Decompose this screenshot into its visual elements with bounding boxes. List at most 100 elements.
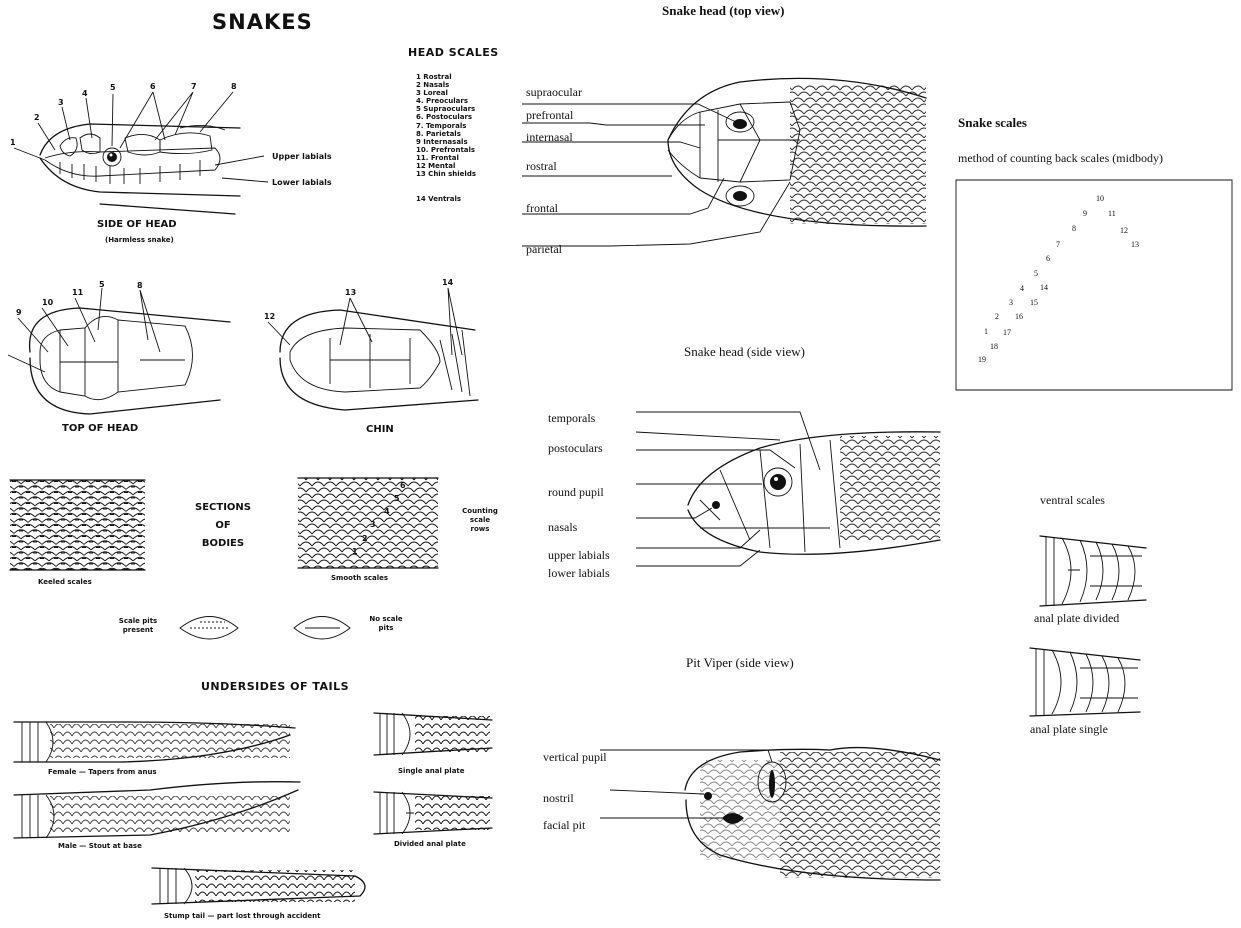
top-view-head-drawing xyxy=(522,78,926,246)
head-scale-item: 1 Rostral xyxy=(416,73,476,81)
head-scale-item: 7. Temporals xyxy=(416,122,476,130)
scale-count-7: 7 xyxy=(1056,240,1060,249)
label-number-13: 13 xyxy=(345,288,356,297)
head-scale-item: 13 Chin shields xyxy=(416,170,476,178)
head-scale-item: 3 Loreal xyxy=(416,89,476,97)
single-anal-plate-tail xyxy=(374,713,492,755)
scale-pit-diagrams xyxy=(180,617,350,640)
head-scale-item: 10. Prefrontals xyxy=(416,146,476,154)
scale-count-1: 1 xyxy=(984,327,988,336)
page-title: SNAKES xyxy=(212,10,313,34)
scale-count-12: 12 xyxy=(1120,226,1128,235)
label-number-2: 2 xyxy=(34,113,40,122)
side-of-head-drawing xyxy=(14,92,268,214)
side-of-head-caption: SIDE OF HEAD xyxy=(97,219,177,231)
head-scale-item: 5 Supraoculars xyxy=(416,105,476,113)
head-scale-item-ventrals: 14 Ventrals xyxy=(416,195,476,203)
single-anal-plate-caption: Single anal plate xyxy=(398,767,465,775)
scale-count-2: 2 xyxy=(995,312,999,321)
lower-labials-label: Lower labials xyxy=(272,178,332,187)
smooth-scales-caption: Smooth scales xyxy=(331,574,388,582)
counting-label-line2: scale xyxy=(460,516,500,524)
label-parietal: parietal xyxy=(526,243,562,257)
ventral-scales-title: ventral scales xyxy=(1040,494,1105,508)
label-round-pupil: round pupil xyxy=(548,486,604,500)
scale-count-18: 18 xyxy=(990,342,998,351)
anal-plate-divided-drawing xyxy=(1040,536,1146,606)
male-tail-caption: Male — Stout at base xyxy=(58,842,142,850)
scale-count-13: 13 xyxy=(1131,240,1139,249)
label-number-1: 1 xyxy=(10,138,16,147)
row-number-2: 2 xyxy=(362,534,368,543)
stump-tail-drawing xyxy=(152,868,365,904)
counting-label-line3: rows xyxy=(460,525,500,533)
head-scale-item: 9 Internasals xyxy=(416,138,476,146)
top-of-head-caption: TOP OF HEAD xyxy=(62,423,138,435)
label-postoculars: postoculars xyxy=(548,442,603,456)
keeled-body-section xyxy=(10,480,145,570)
head-scale-item: 2 Nasals xyxy=(416,81,476,89)
label-number-10: 10 xyxy=(42,298,53,307)
scale-count-5: 5 xyxy=(1034,269,1038,278)
divided-anal-plate-caption: Divided anal plate xyxy=(394,840,466,848)
label-number-5-top: 5 xyxy=(99,280,105,289)
top-view-title: Snake head (top view) xyxy=(662,4,784,19)
smooth-body-section xyxy=(298,478,438,568)
label-number-12: 12 xyxy=(264,312,275,321)
label-number-7: 7 xyxy=(191,82,197,91)
label-number-8: 8 xyxy=(231,82,237,91)
label-number-14: 14 xyxy=(442,278,453,287)
chin-drawing xyxy=(268,288,478,410)
female-tail-drawing xyxy=(14,722,295,762)
pit-viper-head-drawing xyxy=(600,748,940,880)
side-view-title: Snake head (side view) xyxy=(684,345,805,360)
chin-caption: CHIN xyxy=(366,424,394,436)
female-tail-caption: Female — Tapers from anus xyxy=(48,768,157,776)
label-rostral: rostral xyxy=(526,160,557,174)
label-number-5: 5 xyxy=(110,83,116,92)
upper-labials-label: Upper labials xyxy=(272,152,332,161)
label-internasal: internasal xyxy=(526,131,573,145)
label-vertical-pupil: vertical pupil xyxy=(543,751,607,765)
scale-count-16: 16 xyxy=(1015,312,1023,321)
row-number-6: 6 xyxy=(400,481,406,490)
label-upper-labials: upper labials xyxy=(548,549,610,563)
anal-plate-divided-caption: anal plate divided xyxy=(1034,612,1119,626)
label-number-3: 3 xyxy=(58,98,64,107)
scale-count-15: 15 xyxy=(1030,298,1038,307)
anal-plate-single-caption: anal plate single xyxy=(1030,723,1108,737)
no-scale-pits-line1: No scale xyxy=(364,615,408,623)
row-number-1: 1 xyxy=(352,547,358,556)
scale-pits-present-line1: Scale pits xyxy=(110,617,166,625)
scale-count-10: 10 xyxy=(1096,194,1104,203)
head-scale-item: 12 Mental xyxy=(416,162,476,170)
head-scale-item: 6. Postoculars xyxy=(416,113,476,121)
label-number-4: 4 xyxy=(82,89,88,98)
anal-plate-single-drawing xyxy=(1030,648,1140,716)
side-view-head-drawing xyxy=(636,412,940,566)
label-temporals: temporals xyxy=(548,412,595,426)
scale-count-4: 4 xyxy=(1020,284,1024,293)
head-scales-list: 1 Rostral 2 Nasals 3 Loreal 4. Preocular… xyxy=(416,73,476,203)
head-scales-heading: HEAD SCALES xyxy=(408,47,499,60)
counting-label-line1: Counting xyxy=(460,507,500,515)
label-facial-pit: facial pit xyxy=(543,819,585,833)
head-scale-item: 8. Parietals xyxy=(416,130,476,138)
label-prefrontal: prefrontal xyxy=(526,109,573,123)
side-of-head-subcaption: (Harmless snake) xyxy=(105,236,174,244)
divided-anal-plate-tail xyxy=(374,792,492,834)
scale-count-19: 19 xyxy=(978,355,986,364)
stump-tail-caption: Stump tail — part lost through accident xyxy=(164,912,321,920)
male-tail-drawing xyxy=(14,782,300,838)
label-lower-labials: lower labials xyxy=(548,567,610,581)
scale-count-14: 14 xyxy=(1040,283,1048,292)
sections-heading-line3: BODIES xyxy=(183,538,263,550)
head-scale-item: 11. Frontal xyxy=(416,154,476,162)
scale-count-11: 11 xyxy=(1108,209,1116,218)
scale-count-17: 17 xyxy=(1003,328,1011,337)
label-number-6: 6 xyxy=(150,82,156,91)
pit-viper-title: Pit Viper (side view) xyxy=(686,656,794,671)
snake-scales-subtitle: method of counting back scales (midbody) xyxy=(958,152,1163,166)
